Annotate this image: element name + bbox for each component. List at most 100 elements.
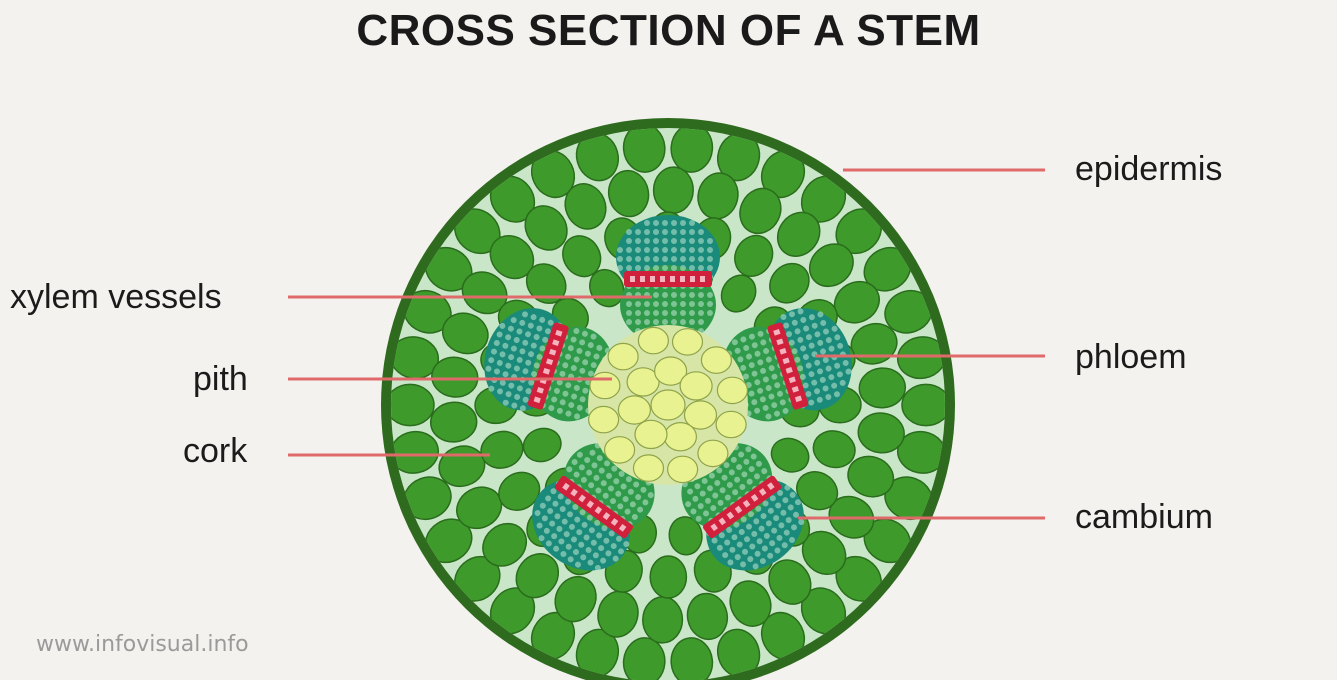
pith-cell [664, 423, 696, 451]
pith-cell [701, 347, 731, 373]
bundle-dot [635, 310, 641, 316]
bundle-dot [626, 301, 632, 307]
bundle-dot [671, 310, 677, 316]
bundle-dot [626, 247, 632, 253]
cambium-cell [700, 276, 705, 282]
bundle-dot [653, 292, 659, 298]
bundle-dot [671, 265, 677, 271]
bundle-dot [662, 265, 668, 271]
bundle-dot [698, 247, 704, 253]
bundle-dot [662, 319, 668, 325]
pith-cell [634, 455, 664, 481]
cambium-cell [660, 276, 665, 282]
bundle-dot [635, 265, 641, 271]
bundle-dot [689, 247, 695, 253]
bundle-dot [662, 229, 668, 235]
bundle-dot [644, 310, 650, 316]
bundle-dot [644, 319, 650, 325]
bundle-dot [644, 301, 650, 307]
bundle-dot [698, 301, 704, 307]
pith-cell [716, 411, 746, 437]
bundle-dot [644, 265, 650, 271]
bundle-dot [662, 292, 668, 298]
bundle-dot [680, 301, 686, 307]
pith-cell [638, 327, 668, 353]
bundle-dot [653, 238, 659, 244]
pith-cell [605, 437, 635, 463]
bundle-dot [653, 265, 659, 271]
cortex-cell [386, 384, 434, 425]
bundle-dot [680, 238, 686, 244]
label-cambium: cambium [1075, 498, 1213, 537]
bundle-dot [626, 319, 632, 325]
label-phloem: phloem [1075, 338, 1187, 377]
bundle-dot [617, 256, 623, 262]
pith-cell [698, 440, 728, 466]
bundle-dot [635, 247, 641, 253]
bundle-dot [626, 310, 632, 316]
cambium-band [624, 271, 712, 287]
bundle-dot [662, 247, 668, 253]
bundle-dot [680, 229, 686, 235]
pith-cell [673, 329, 703, 355]
bundle-dot [644, 256, 650, 262]
bundle-dot [707, 256, 713, 262]
bundle-dot [698, 265, 704, 271]
bundle-dot [671, 256, 677, 262]
bundle-dot [689, 310, 695, 316]
bundle-dot [635, 256, 641, 262]
bundle-dot [698, 238, 704, 244]
bundle-dot [671, 220, 677, 226]
bundle-dot [653, 220, 659, 226]
bundle-dot [689, 319, 695, 325]
watermark: www.infovisual.info [36, 632, 249, 657]
bundle-dot [698, 292, 704, 298]
pith-cell [608, 343, 638, 369]
bundle-dot [635, 301, 641, 307]
label-xylem-vessels: xylem vessels [10, 278, 222, 317]
bundle-dot [680, 319, 686, 325]
pith-cell [618, 396, 650, 424]
bundle-dot [644, 229, 650, 235]
bundle-dot [617, 247, 623, 253]
label-cork: cork [183, 432, 247, 471]
bundle-dot [671, 292, 677, 298]
bundle-dot [626, 229, 632, 235]
bundle-dot [626, 265, 632, 271]
cortex-cell [650, 556, 686, 598]
bundle-dot [698, 319, 704, 325]
bundle-dot [644, 247, 650, 253]
pith-cell [680, 372, 712, 400]
bundle-dot [662, 256, 668, 262]
bundle-dot [653, 301, 659, 307]
bundle-dot [662, 301, 668, 307]
bundle-dot [644, 238, 650, 244]
pith [588, 325, 748, 485]
bundle-dot [653, 310, 659, 316]
bundle-dot [644, 220, 650, 226]
pith-cell [590, 372, 620, 398]
bundle-dot [680, 310, 686, 316]
bundle-dot [689, 265, 695, 271]
bundle-dot [626, 256, 632, 262]
cambium-cell [680, 276, 685, 282]
bundle-dot [635, 238, 641, 244]
cambium-cell [650, 276, 655, 282]
bundle-dot [635, 229, 641, 235]
bundle-dot [689, 238, 695, 244]
bundle-dot [680, 256, 686, 262]
bundle-dot [689, 256, 695, 262]
bundle-dot [707, 292, 713, 298]
bundle-dot [635, 319, 641, 325]
bundle-dot [680, 220, 686, 226]
bundle-dot [671, 319, 677, 325]
bundle-dot [626, 238, 632, 244]
bundle-dot [707, 247, 713, 253]
bundle-dot [653, 256, 659, 262]
bundle-dot [707, 265, 713, 271]
cortex-cell [902, 384, 950, 425]
cortex-cell [653, 167, 694, 214]
bundle-dot [707, 310, 713, 316]
pith-cell [651, 390, 685, 420]
cambium-cell [690, 276, 695, 282]
